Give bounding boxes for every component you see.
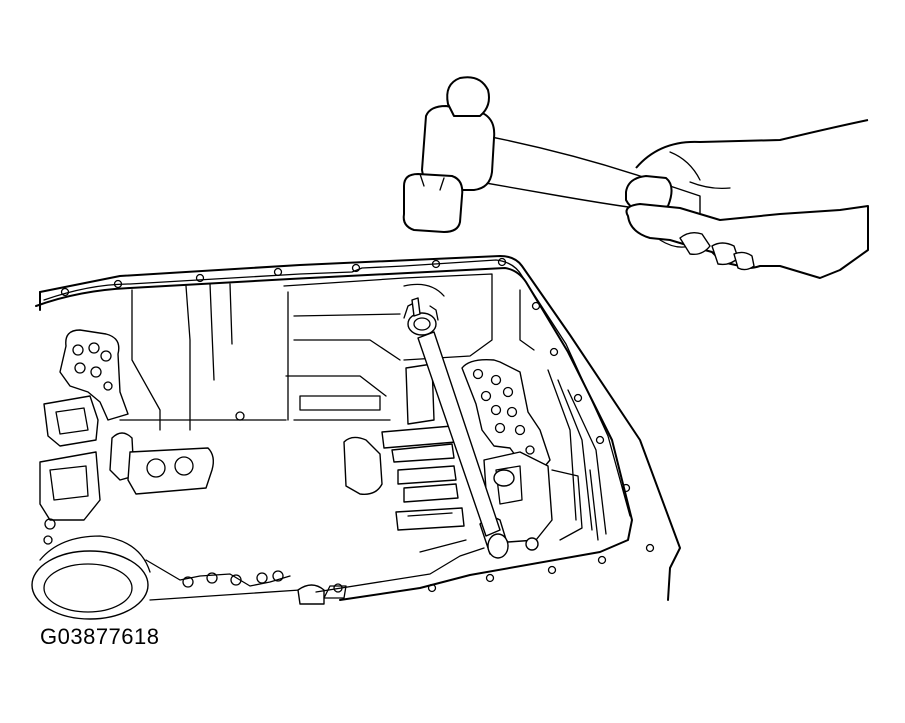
valve-body-left bbox=[31, 329, 325, 620]
flange-bolt-holes bbox=[60, 257, 655, 593]
figure-id-label: G03877618 bbox=[40, 624, 160, 649]
valve-body-center bbox=[315, 358, 583, 599]
drift-punch bbox=[403, 297, 501, 537]
ball-peen-hammer bbox=[402, 76, 701, 233]
hand bbox=[625, 119, 869, 279]
transmission-case bbox=[35, 255, 681, 601]
